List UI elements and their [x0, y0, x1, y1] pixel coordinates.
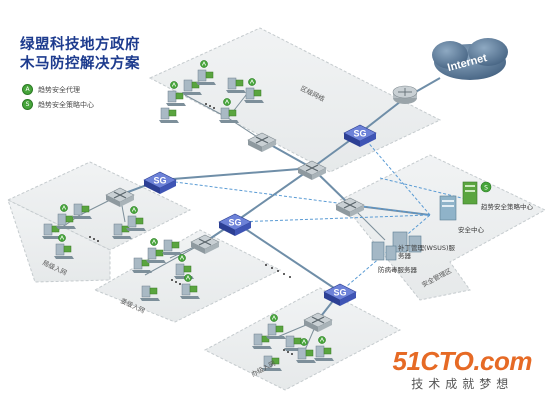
- agent-icon: [223, 98, 231, 106]
- sg-devices: SG SG SG SG: [143, 124, 377, 306]
- agent-icon: [178, 254, 186, 262]
- agent-icon: [60, 204, 68, 212]
- switch-icon: [190, 234, 220, 254]
- router-icon: [392, 85, 418, 104]
- workstation-icon: [162, 239, 182, 255]
- agent-icon: [170, 81, 178, 89]
- switch-icon: [297, 160, 327, 180]
- zone-security: [339, 154, 547, 301]
- workstation-icon: [166, 81, 186, 106]
- title-line-2: 木马防控解决方案: [20, 56, 140, 72]
- security-center-label: 安全中心: [458, 226, 484, 234]
- watermark-slogan: 技术成就梦想: [411, 377, 514, 391]
- workstation-icon: [296, 338, 316, 363]
- antivirus-server-icon: [371, 241, 397, 261]
- watermark: 51CTO.com 技术成就梦想: [392, 346, 532, 392]
- workstation-icon: [262, 355, 282, 371]
- svg-text:S: S: [484, 185, 488, 192]
- workstation-icon: [42, 223, 62, 239]
- agent-icon: [248, 78, 256, 86]
- workstation-icon: [56, 204, 76, 229]
- sg-label: SG: [228, 218, 241, 228]
- agent-icon: [150, 238, 158, 246]
- policy-center-server-icon: S: [462, 181, 492, 205]
- workstation-icon: [244, 78, 264, 103]
- legend-label: 趋势安全策略中心: [38, 100, 94, 109]
- ellipsis-dots: [89, 103, 293, 355]
- antivirus-server-label: 防病毒服务器: [378, 266, 417, 274]
- workstation-icon: [146, 238, 166, 263]
- sg-gateway-icon: SG: [343, 124, 377, 147]
- diagram-title: 绿盟科技地方政府 木马防控解决方案: [20, 36, 140, 74]
- agent-icon: [130, 206, 138, 214]
- title-line-1: 绿盟科技地方政府: [20, 37, 140, 53]
- policy-center-label: 趋势安全策略中心: [481, 203, 533, 211]
- sg-gateway-icon: SG: [218, 213, 252, 236]
- workstation-icon: [266, 314, 286, 339]
- policy-center-icon: S: [22, 99, 33, 110]
- agent-icon: [184, 274, 192, 282]
- legend-item-agent: A 趋势安全代理: [22, 84, 80, 95]
- workstation-icon: [72, 203, 92, 219]
- legend-label: 趋势安全代理: [38, 85, 80, 94]
- workstations: [42, 60, 334, 371]
- workstation-icon: [314, 336, 334, 361]
- workstation-icon: [180, 274, 200, 299]
- zone-left-lower: [7, 199, 111, 283]
- workstation-icon: [132, 257, 152, 273]
- workstation-icon: [159, 107, 179, 123]
- workstation-icon: [140, 285, 160, 301]
- switch-icon: [247, 132, 277, 152]
- sg-label: SG: [353, 129, 366, 139]
- workstation-icon: [219, 98, 239, 123]
- sg-gateway-icon: SG: [323, 283, 357, 306]
- workstation-icon: [252, 333, 272, 349]
- workstation-icon: [54, 234, 74, 259]
- watermark-logo: 51CTO.com: [392, 346, 532, 376]
- switch-icon: [303, 312, 333, 332]
- agent-icon: [200, 60, 208, 68]
- sg-label: SG: [333, 288, 346, 298]
- agent-icon: [270, 314, 278, 322]
- security-center-server-icon: [439, 195, 457, 221]
- workstation-icon: [196, 60, 216, 85]
- workstation-icon: [226, 77, 246, 93]
- patch-server-icon: [392, 231, 422, 253]
- agent-icon: [318, 336, 326, 344]
- workstation-icon: [126, 206, 146, 231]
- agent-icon: [58, 234, 66, 242]
- agent-icon: [300, 338, 308, 346]
- internet-cloud: Internet: [432, 38, 508, 80]
- switch-icon: [335, 197, 365, 217]
- legend-item-policy-center: S 趋势安全策略中心: [22, 99, 94, 110]
- sg-gateway-icon: SG: [143, 171, 177, 194]
- switches: [105, 132, 365, 332]
- switch-icon: [105, 187, 135, 207]
- workstation-icon: [112, 223, 132, 239]
- sg-label: SG: [153, 176, 166, 186]
- agent-icon: A: [22, 84, 33, 95]
- patch-server-label: 补丁管理(WSUS)服务器: [398, 244, 456, 260]
